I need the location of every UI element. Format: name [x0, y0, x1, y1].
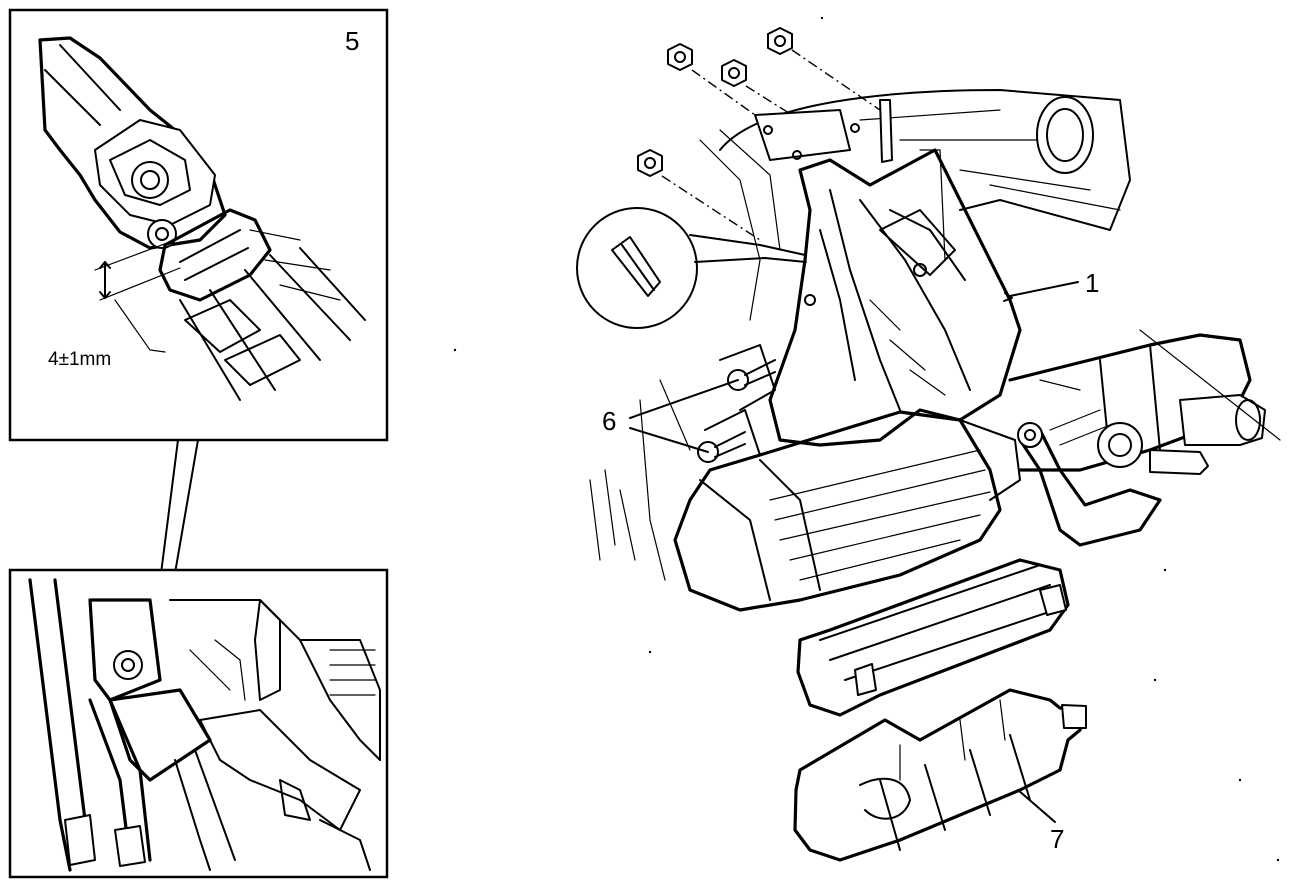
callout-6: 6 [602, 406, 616, 436]
under-dash-drawing [28, 578, 381, 872]
nut-group [637, 27, 793, 177]
steering-column-bracket [768, 148, 1022, 447]
column-stalk [1018, 428, 1162, 547]
callout-1: 1 [1085, 268, 1099, 298]
detail-view-panel: 5 4±1mm [8, 8, 389, 442]
mounting-plate [754, 109, 851, 161]
nut [667, 43, 693, 71]
bolt-group [697, 359, 776, 463]
dimension-label: 4±1mm [48, 349, 111, 370]
callout-6-leader [629, 379, 739, 453]
stud-centerlines [661, 49, 881, 241]
detail-shaft-drawing [38, 36, 366, 401]
lower-trim-cover [793, 688, 1087, 862]
nut [767, 27, 793, 55]
main-assembly-drawing [576, 27, 1281, 862]
lock-barrel [1179, 394, 1266, 446]
callout-7: 7 [1050, 824, 1064, 854]
nut [721, 59, 747, 87]
upper-trim-cover [796, 558, 1070, 717]
bolt [697, 431, 746, 463]
callout-5: 5 [345, 26, 359, 56]
callout-1-leader [1009, 281, 1079, 297]
detail-view-frame [8, 8, 389, 442]
nut [637, 149, 663, 177]
magnifier-detail [576, 207, 807, 329]
firewall-outline [719, 89, 1131, 231]
knee-panel [673, 410, 1002, 612]
scan-specks [453, 16, 1280, 862]
under-dash-view-panel [8, 568, 389, 879]
bolt [727, 359, 776, 391]
round-plug [1036, 96, 1094, 174]
callout-7-leader [1017, 789, 1056, 823]
